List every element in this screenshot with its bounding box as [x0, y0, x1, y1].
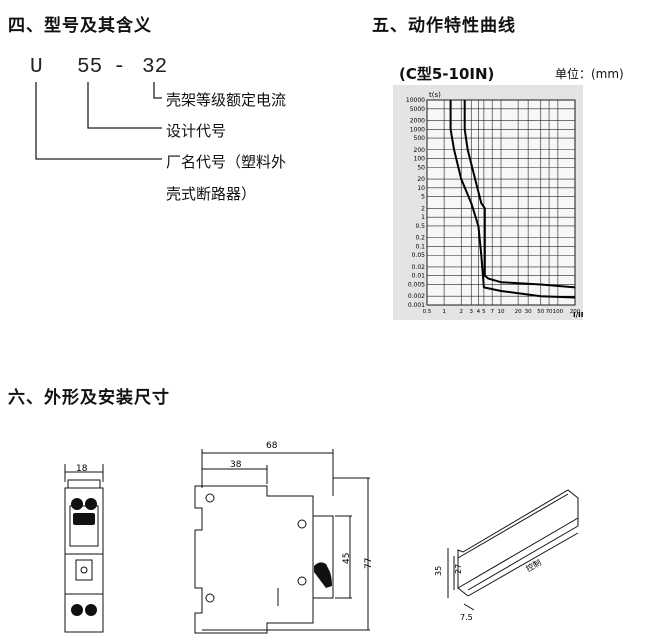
chart-x-tick-label: 200 — [570, 309, 581, 315]
chart-y-tick-label: 2 — [421, 205, 425, 212]
curve-type: (C型5-10IN) — [399, 65, 495, 83]
curve-chart: 100005000200010005002001005020105210.50.… — [393, 85, 583, 320]
chart-y-tick-label: 0.02 — [412, 264, 426, 271]
chart-x-tick-label: 1 — [442, 309, 446, 315]
front-view: 18 — [64, 464, 104, 633]
chart-series-min — [449, 100, 576, 299]
chart-y-tick-label: 1000 — [410, 126, 425, 133]
rail-35-label: 35 — [434, 566, 443, 576]
model-desc-series: 设计代号 — [166, 122, 227, 140]
chart-x-tick-label: 7 — [490, 309, 494, 315]
model-rating: 32 — [142, 56, 168, 79]
chart-x-tick-label: 70 — [546, 309, 553, 315]
chart-y-tick-label: 0.2 — [415, 235, 425, 242]
chart-x-tick-label: 5 — [482, 309, 486, 315]
chart-x-tick-label: 2 — [459, 309, 463, 315]
side-total-label: 68 — [266, 441, 278, 451]
chart-x-tick-label: 50 — [537, 309, 544, 315]
chart-y-tick-label: 5000 — [410, 106, 425, 113]
chart-x-tick-label: 100 — [553, 309, 564, 315]
chart-y-tick-label: 2000 — [410, 117, 425, 124]
chart-series-max — [463, 100, 576, 289]
chart-x-tick-label: 20 — [515, 309, 522, 315]
chart-y-tick-label: 5 — [421, 194, 425, 201]
side-partial-label: 38 — [230, 460, 242, 470]
chart-y-tick-label: 200 — [414, 147, 426, 154]
model-desc-rating: 壳架等级额定电流 — [166, 91, 287, 109]
model-dash: - — [113, 56, 126, 79]
curve-unit: 单位：(mm) — [555, 67, 624, 81]
model-desc-maker-2: 壳式断路器） — [166, 185, 257, 203]
rail-label: 控制 — [524, 557, 543, 574]
chart-y-tick-label: 0.001 — [408, 302, 425, 309]
rail-75-label: 7.5 — [460, 613, 473, 622]
chart-y-tick-label: 100 — [414, 156, 426, 163]
chart-y-tick-label: 1 — [421, 214, 425, 221]
rail-27-label: 27 — [454, 564, 463, 574]
chart-y-tick-label: 0.05 — [412, 252, 426, 259]
side-h45-label: 45 — [342, 553, 352, 564]
chart-x-tick-label: 3 — [470, 309, 474, 315]
side-h77-label: 77 — [364, 558, 374, 569]
chart-x-tick-label: 0.5 — [423, 309, 432, 315]
chart-y-tick-label: 20 — [417, 176, 425, 183]
chart-xlabel: I/IR — [573, 311, 583, 319]
chart-series — [449, 100, 576, 299]
chart-y-tick-label: 10 — [417, 185, 425, 192]
leader-prefix — [35, 82, 162, 160]
model-prefix: U — [30, 56, 43, 79]
front-width-label: 18 — [76, 464, 88, 474]
model-series: 55 — [77, 56, 103, 79]
chart-y-tick-label: 500 — [414, 135, 426, 142]
chart-y-tick-label: 0.5 — [415, 223, 425, 230]
model-section-title: 四、型号及其含义 — [8, 16, 152, 36]
leader-series — [87, 82, 162, 129]
chart-y-tick-label: 0.01 — [412, 273, 426, 280]
chart-ylabel: t(s) — [429, 91, 441, 99]
chart-y-tick-label: 50 — [417, 164, 425, 171]
model-leader-lines — [35, 82, 162, 160]
chart-x-tick-label: 30 — [525, 309, 532, 315]
chart-y-tick-label: 10000 — [406, 97, 425, 104]
curve-section-title: 五、动作特性曲线 — [372, 16, 516, 36]
leader-rating — [153, 82, 162, 99]
side-view: 68 38 45 77 — [194, 441, 374, 634]
dims-section-title: 六、外形及安装尺寸 — [8, 388, 170, 408]
chart-x-tick-label: 4 — [477, 309, 481, 315]
chart-y-tick-label: 0.005 — [408, 282, 425, 289]
chart-y-tick-label: 0.002 — [408, 293, 425, 300]
chart-y-tick-label: 0.1 — [415, 243, 425, 250]
model-desc-maker-1: 厂名代号（塑料外 — [166, 153, 287, 171]
rail-view: 35 27 7.5 控制 — [434, 489, 579, 622]
chart-x-tick-label: 10 — [498, 309, 505, 315]
